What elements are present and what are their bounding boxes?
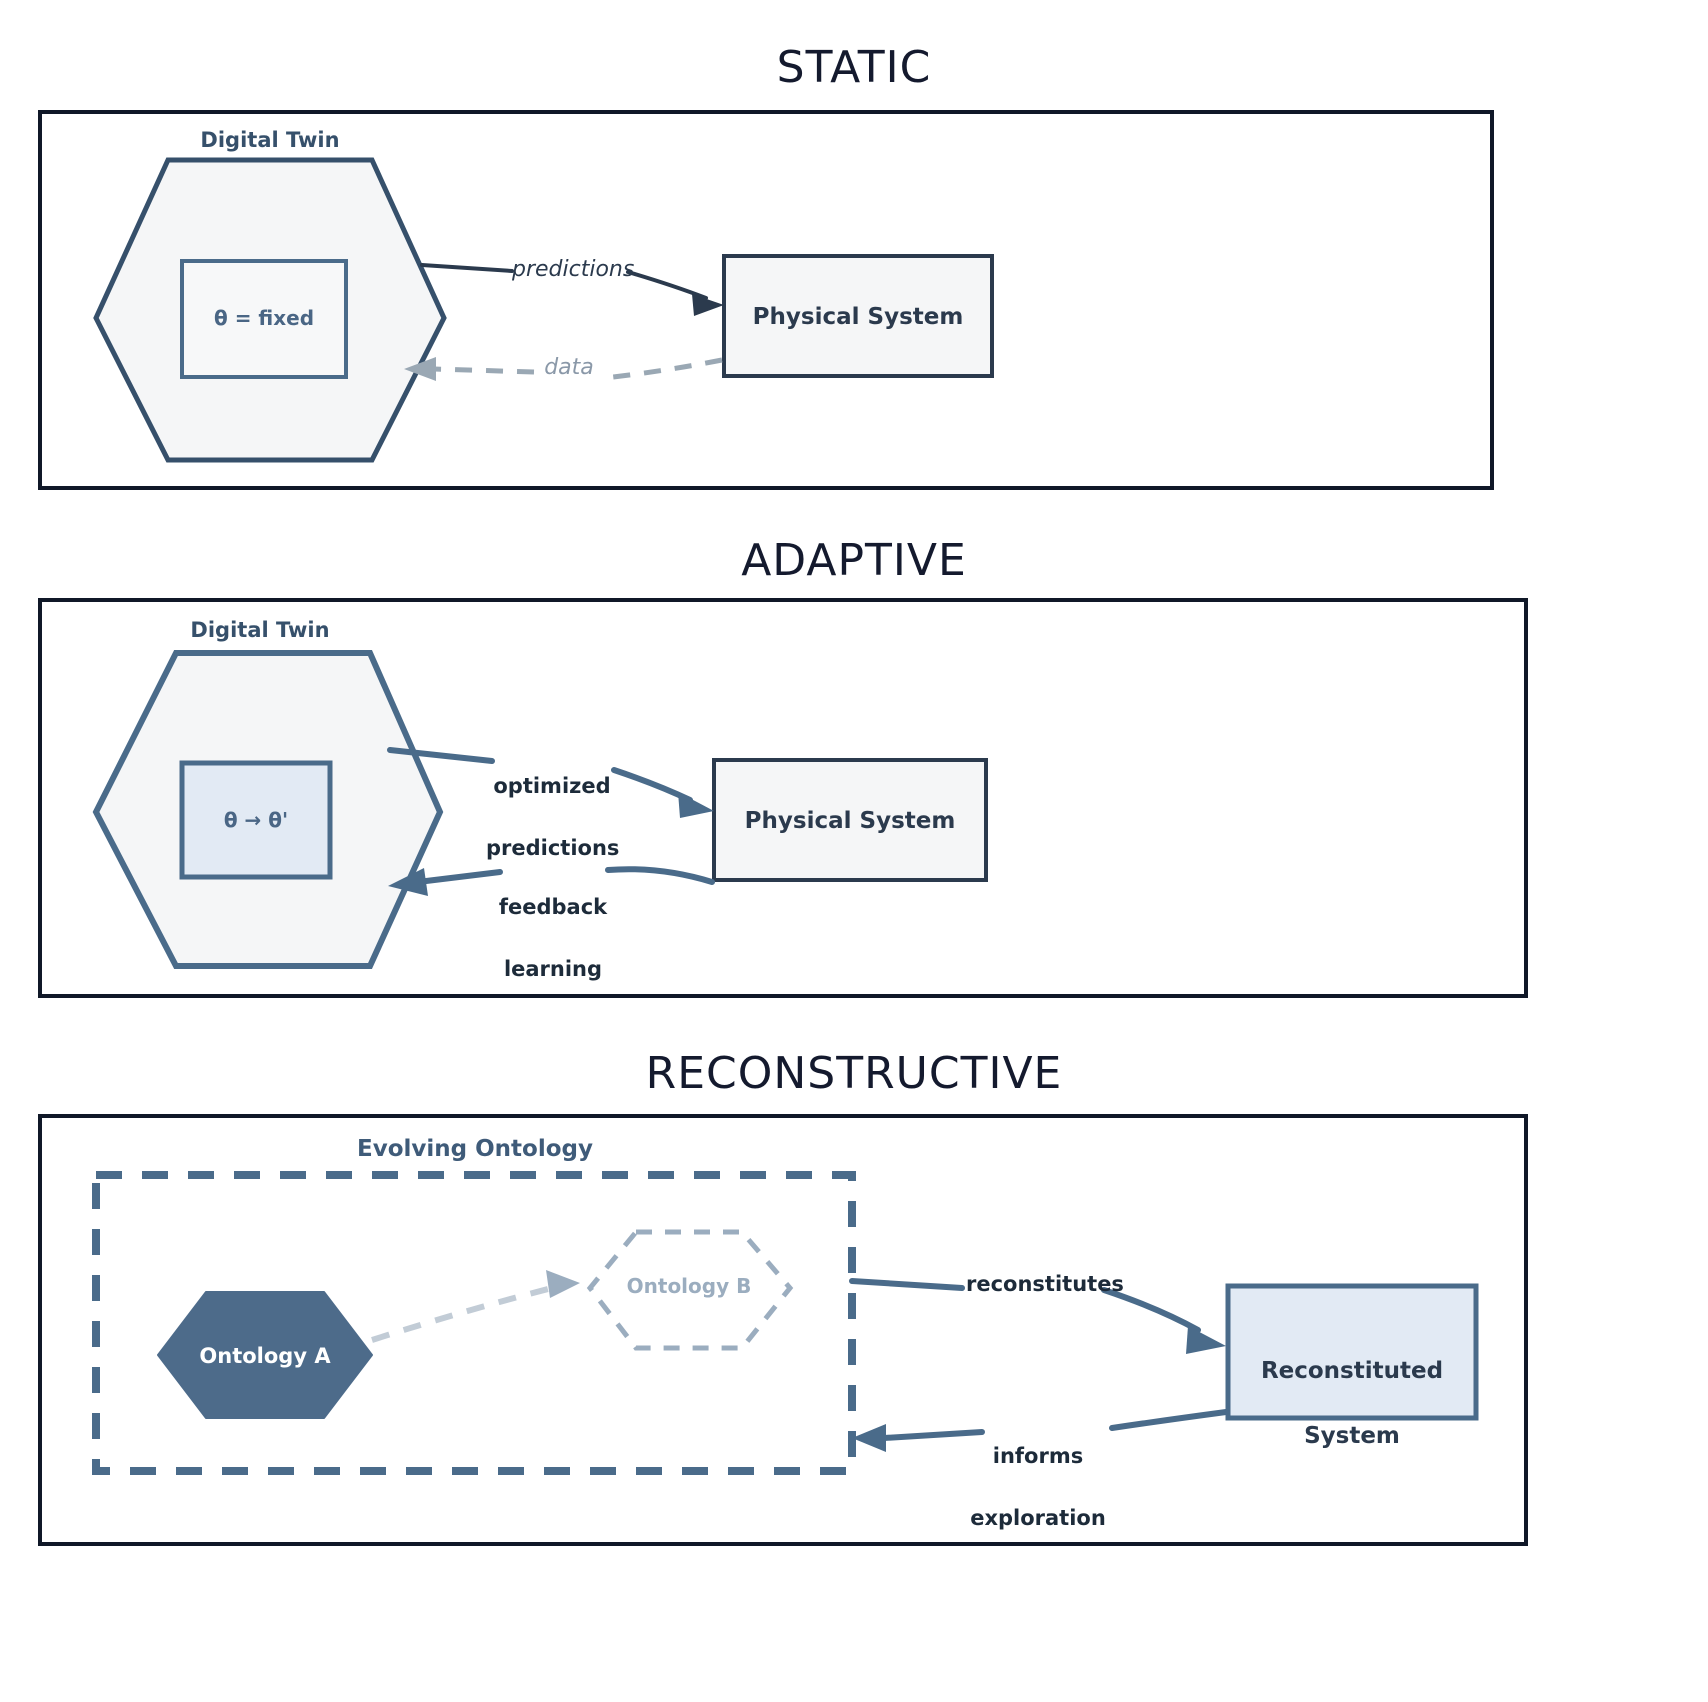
edge-ontology-evolution-arrowhead <box>546 1270 580 1298</box>
edge-optimized-predictions-line-left <box>387 747 495 764</box>
label-edge-predictions-static: predictions <box>512 257 635 282</box>
label-physical-system-static: Physical System <box>752 304 964 330</box>
label-edge-informs-exploration-line1: informs <box>992 1443 1084 1468</box>
label-param-static: θ = fixed <box>213 306 315 330</box>
edge-predictions-arrowhead <box>692 294 724 316</box>
label-reconstituted-system-line1: Reconstituted <box>1260 1357 1444 1384</box>
label-ontology-a: Ontology A <box>199 1344 331 1368</box>
label-edge-feedback-learning-line2: learning <box>503 957 603 982</box>
label-edge-optimized-predictions: optimized predictions <box>486 736 620 899</box>
panel-title-reconstructive: RECONSTRUCTIVE <box>645 1048 1063 1099</box>
label-edge-informs-exploration: informs exploration <box>964 1406 1112 1569</box>
edge-reconstitutes-line-left <box>849 1278 965 1291</box>
param-box-static <box>180 259 348 379</box>
edge-predictions-line-right <box>626 270 708 300</box>
label-evolving-ontology: Evolving Ontology <box>357 1136 593 1162</box>
hexagon-ontology-b <box>586 1229 794 1351</box>
edge-feedback-learning-line-right <box>605 866 715 885</box>
edge-optimized-predictions-arrowhead <box>678 792 714 818</box>
label-edge-optimized-predictions-line2: predictions <box>486 836 620 861</box>
physical-system-box-static <box>722 254 994 378</box>
edge-informs-exploration-line-right <box>1109 1409 1229 1431</box>
param-box-adaptive <box>179 760 333 880</box>
label-edge-data-static: data <box>544 355 594 380</box>
label-reconstituted-system-line2: System <box>1304 1422 1400 1449</box>
label-physical-system-adaptive: Physical System <box>744 808 956 834</box>
label-param-adaptive: θ → θ' <box>223 808 289 832</box>
label-edge-reconstitutes: reconstitutes <box>966 1272 1124 1296</box>
edge-feedback-learning-line-left <box>415 869 503 885</box>
edge-ontology-evolution-dashed <box>371 1285 553 1343</box>
label-digital-twin-static: Digital Twin <box>200 128 340 152</box>
reconstituted-system-box <box>1225 1283 1479 1421</box>
edge-feedback-learning-arrowhead <box>388 868 428 896</box>
label-edge-feedback-learning: feedback learning <box>494 857 612 1020</box>
panel-title-static: STATIC <box>776 42 932 93</box>
physical-system-box-adaptive <box>712 758 988 882</box>
label-edge-optimized-predictions-line1: optimized <box>493 773 611 798</box>
edge-informs-exploration-arrowhead <box>852 1424 886 1452</box>
edge-data-arrowhead <box>404 357 436 381</box>
dashed-container-evolving-ontology <box>92 1171 856 1475</box>
label-ontology-b: Ontology B <box>626 1274 752 1298</box>
hexagon-ontology-a-shape <box>157 1291 373 1419</box>
label-reconstituted-system: Reconstituted System <box>1228 1320 1476 1488</box>
edge-informs-exploration-line-left <box>881 1429 985 1441</box>
edge-reconstitutes-arrowhead <box>1186 1326 1226 1354</box>
edge-reconstitutes-line-right <box>1101 1287 1201 1333</box>
label-edge-informs-exploration-line2: exploration <box>970 1506 1106 1531</box>
panel-title-adaptive: ADAPTIVE <box>741 535 967 586</box>
label-digital-twin-adaptive: Digital Twin <box>190 618 330 642</box>
label-edge-feedback-learning-line1: feedback <box>498 894 608 919</box>
edge-predictions-line-left <box>420 263 514 273</box>
edge-data-line-left <box>433 366 535 375</box>
edge-data-line-right <box>603 357 723 381</box>
